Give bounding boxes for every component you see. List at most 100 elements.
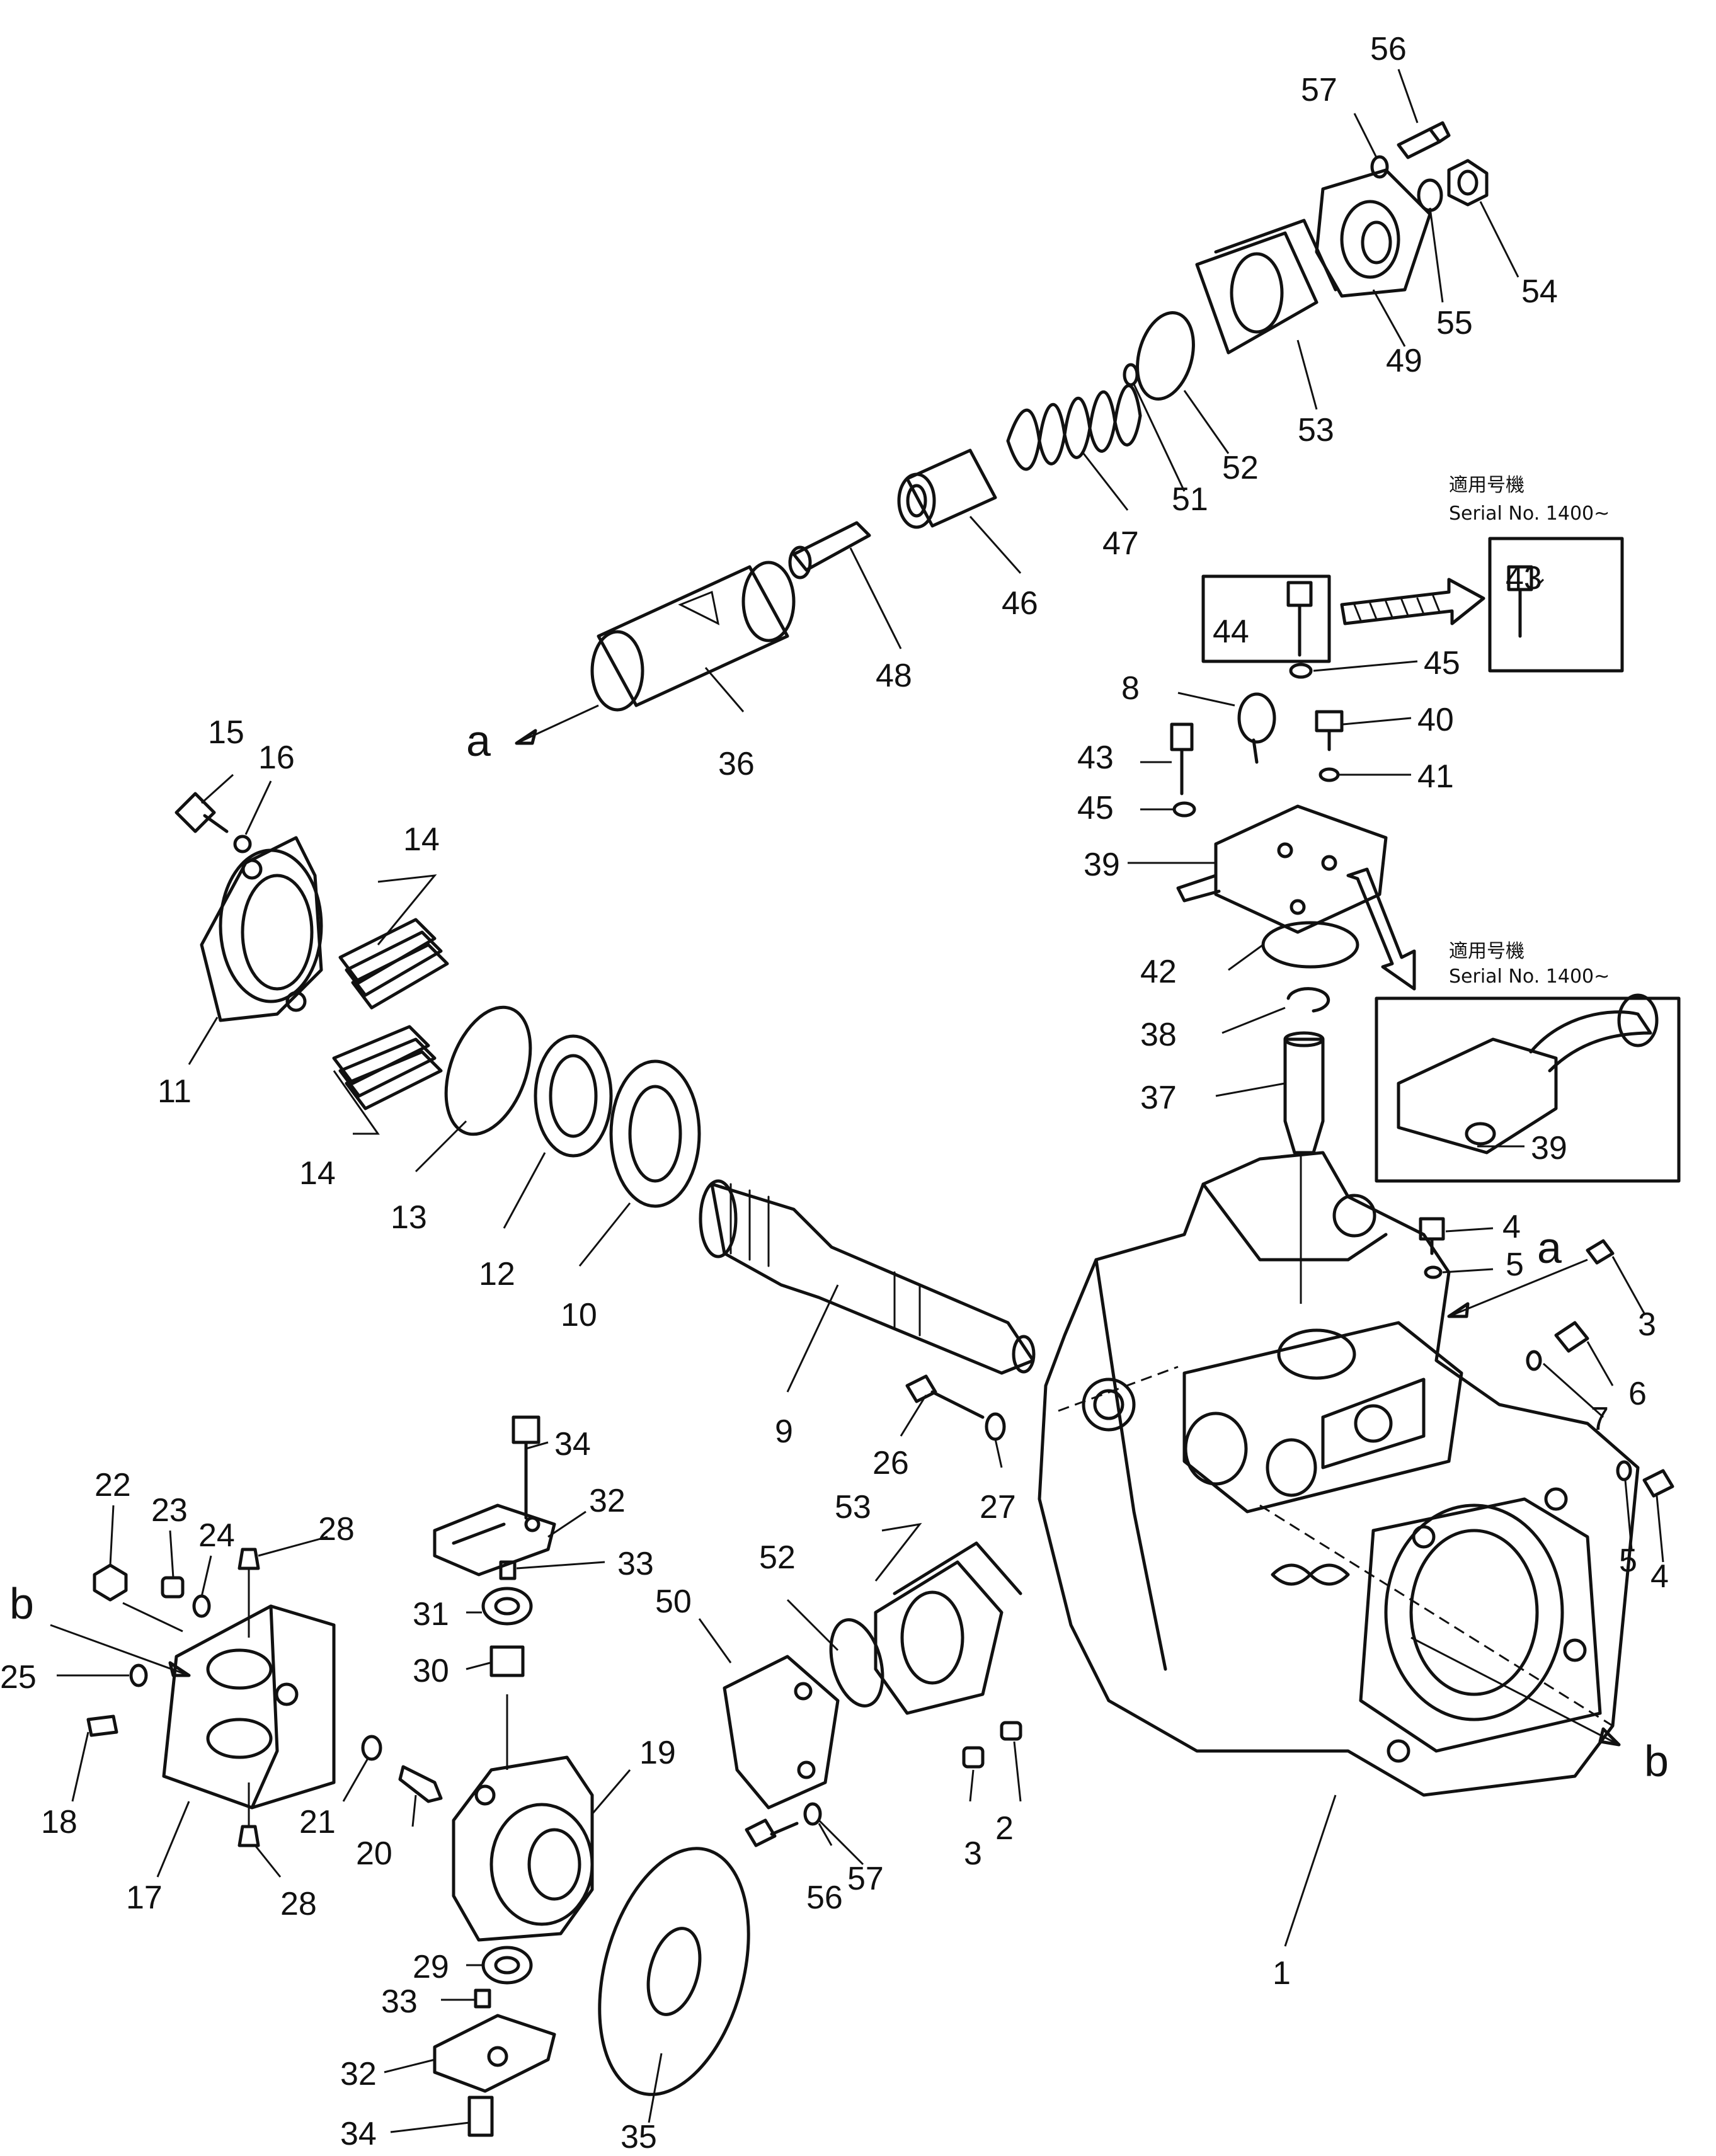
callout-11: 11: [157, 1073, 192, 1110]
nut-part-22: [93, 1563, 128, 1602]
callout-18: 18: [41, 1804, 77, 1840]
callout-14: 14: [403, 821, 440, 858]
callout-57-low: 57: [847, 1861, 884, 1897]
callout-30: 30: [413, 1653, 449, 1689]
o-ring-part-7: [1526, 1350, 1542, 1371]
cover-part-50: [723, 1655, 840, 1810]
block-part-17: [162, 1604, 336, 1810]
inset-box-39: [1375, 993, 1681, 1183]
plug-part-3-top: [1586, 1239, 1615, 1265]
pin-part-37: [1283, 1031, 1325, 1304]
serial-note-top: Serial No. 1400~: [1449, 503, 1610, 525]
o-ring-part-24: [192, 1594, 211, 1618]
callout-47: 47: [1102, 525, 1139, 562]
housing-part-1: [1038, 1151, 1640, 1797]
callout-35: 35: [621, 2119, 657, 2155]
callout-48: 48: [876, 658, 912, 694]
collar-part-30: [489, 1645, 525, 1677]
serial-note-top-jp: 適用号機: [1449, 474, 1524, 496]
bolt-part-20: [398, 1765, 443, 1803]
callout-21: 21: [299, 1804, 336, 1840]
callout-42: 42: [1140, 954, 1177, 990]
callout-43: 43: [1077, 739, 1114, 776]
ref-arrow-a-right: [1447, 1258, 1588, 1318]
callout-32-top: 32: [589, 1483, 626, 1519]
callout-2: 2: [995, 1810, 1014, 1847]
inset-box-44: [1201, 574, 1331, 663]
shim-part-14-upper: [338, 918, 449, 1010]
piston-part-36: [590, 561, 796, 712]
bolt-part-56-top: [1397, 121, 1451, 159]
ref-arrow-a-left: [515, 704, 599, 745]
callout-51: 51: [1172, 481, 1208, 518]
callout-13: 13: [391, 1199, 427, 1236]
nipple-part-28-top: [237, 1548, 260, 1638]
callout-5-top: 5: [1506, 1246, 1524, 1283]
callout-12: 12: [479, 1256, 515, 1292]
callout-23: 23: [151, 1492, 188, 1529]
callout-3-low: 3: [964, 1835, 982, 1872]
callout-55: 55: [1436, 305, 1473, 341]
sleeve-part-46: [897, 448, 997, 529]
callout-22: 22: [94, 1467, 131, 1503]
cover-part-49: [1315, 168, 1432, 298]
pin-part-33-top: [499, 1560, 517, 1580]
plug-part-4-low: [1642, 1469, 1674, 1498]
callout-39: 39: [1084, 847, 1120, 883]
plate-part-32-low: [433, 2014, 556, 2093]
cover-part-11: [200, 836, 323, 1022]
callout-34-low: 34: [340, 2116, 377, 2152]
callout-32-low: 32: [340, 2056, 377, 2092]
callout-14b: 14: [299, 1155, 336, 1192]
callout-45-top: 45: [1424, 645, 1460, 682]
pin-part-23: [161, 1576, 185, 1599]
bolt-part-56-low: [745, 1818, 799, 1847]
callout-3-top: 3: [1638, 1306, 1656, 1343]
washer-part-21: [361, 1735, 382, 1761]
eyebolt-part-8: [1237, 692, 1276, 764]
callout-4-low: 4: [1650, 1558, 1669, 1595]
callout-17: 17: [126, 1879, 163, 1916]
ref-label-b-left: b: [9, 1579, 34, 1628]
shim-part-14-lower: [332, 1025, 443, 1110]
callout-19: 19: [639, 1735, 676, 1771]
o-ring-part-52-top: [1136, 311, 1195, 401]
callout-7: 7: [1591, 1401, 1609, 1437]
bushing-part-31: [481, 1587, 533, 1626]
callout-16: 16: [258, 739, 295, 776]
gasket-part-53-low: [874, 1541, 1022, 1715]
callout-36: 36: [718, 746, 755, 782]
washer-part-55: [1417, 178, 1443, 212]
bolt-part-26: [905, 1374, 985, 1419]
callout-33-low: 33: [381, 1983, 418, 2020]
callout-54: 54: [1521, 273, 1558, 310]
callout-40: 40: [1417, 702, 1454, 738]
callout-9: 9: [775, 1413, 793, 1450]
ref-label-b-right: b: [1644, 1737, 1669, 1786]
serial-note-mid: Serial No. 1400~: [1449, 966, 1610, 988]
bolt-part-34-low: [467, 2096, 494, 2137]
nut-part-54: [1447, 159, 1489, 207]
ref-arrow-b-right: [1410, 1636, 1621, 1747]
disc-part-35: [598, 1847, 750, 2096]
o-ring-part-5-top: [1424, 1265, 1443, 1279]
callout-6: 6: [1628, 1376, 1647, 1412]
callout-41: 41: [1417, 758, 1454, 795]
callout-10: 10: [561, 1297, 597, 1333]
callout-25: 25: [0, 1659, 37, 1696]
snap-ring-part-38: [1286, 987, 1330, 1013]
plug-part-6: [1554, 1321, 1589, 1353]
shaft-part-9: [699, 1179, 1036, 1375]
ref-label-a-right: a: [1537, 1223, 1562, 1272]
o-ring-part-51: [1123, 363, 1139, 387]
o-ring-part-5-low: [1616, 1460, 1632, 1481]
callout-28-top: 28: [318, 1511, 355, 1548]
valve-part-48: [788, 521, 871, 579]
plug-part-3-low: [962, 1746, 985, 1769]
callout-33-top: 33: [617, 1546, 654, 1582]
o-ring-part-42: [1261, 921, 1359, 969]
callout-20: 20: [356, 1835, 392, 1872]
callout-44: 44: [1213, 613, 1249, 650]
washer-part-16: [233, 835, 252, 853]
